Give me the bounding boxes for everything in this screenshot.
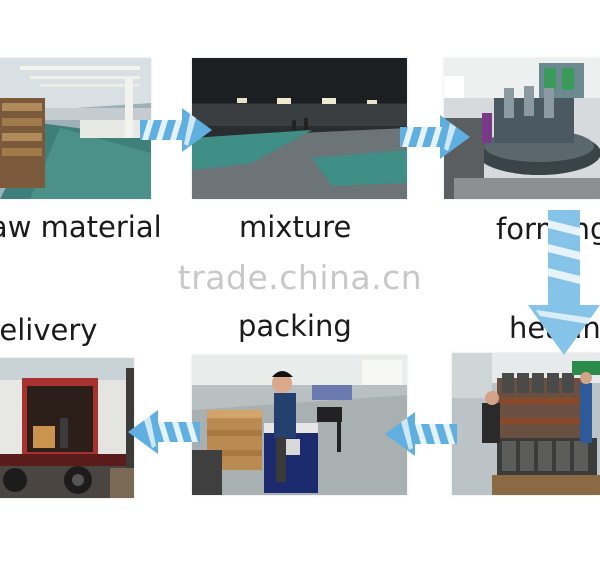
heating-photo	[452, 353, 600, 495]
arrow-down-icon	[528, 210, 600, 355]
step-label-mixture: mixture	[239, 213, 351, 242]
mixture-photo	[192, 58, 407, 199]
step-label-packing: packing	[238, 312, 352, 341]
arrow-left-icon	[128, 410, 200, 454]
step-label-delivery: delivery	[0, 316, 97, 345]
arrow-right-icon	[400, 115, 470, 159]
watermark-text: trade.china.cn	[0, 258, 600, 297]
arrow-right-icon	[140, 108, 212, 152]
arrow-left-icon	[385, 412, 457, 456]
step-label-raw-material: raw material	[0, 213, 162, 242]
packing-photo	[192, 355, 407, 495]
raw-material-photo	[0, 58, 151, 199]
delivery-photo	[0, 358, 134, 498]
